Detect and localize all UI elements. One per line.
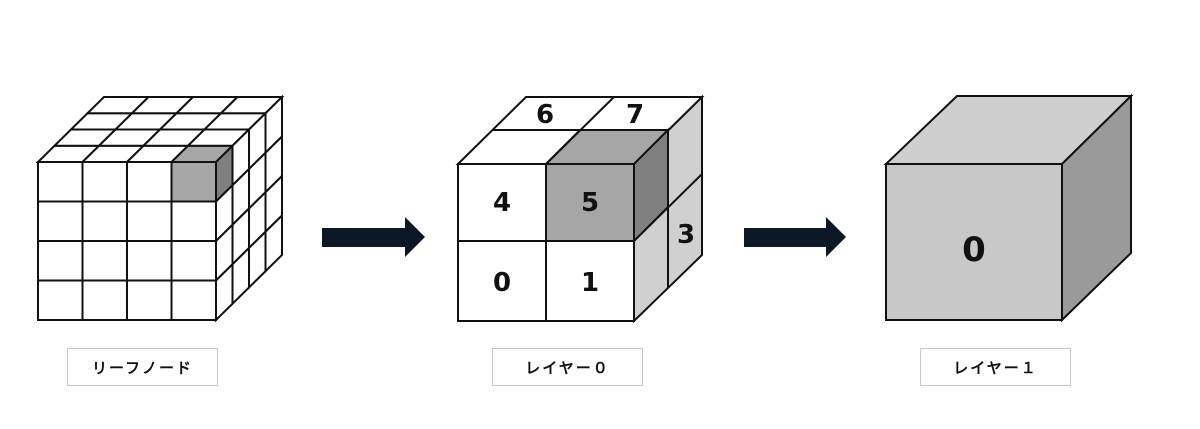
leaf-cube-front-face	[37, 161, 217, 321]
layer0-cube: 6 7 4 5 3 0 1	[455, 94, 705, 324]
leaf-front-cell	[37, 200, 84, 242]
leaf-front-cell	[81, 200, 128, 242]
leaf-front-cell	[81, 279, 128, 321]
leaf-front-cell	[170, 279, 217, 321]
leaf-front-cell	[126, 240, 173, 282]
cell-label-3: 3	[677, 220, 695, 250]
leaf-front-cell	[126, 200, 173, 242]
arrow-right-icon	[322, 217, 425, 257]
caption-layer1: レイヤー１	[920, 348, 1071, 386]
arrow-right-icon	[744, 217, 846, 257]
leaf-front-cell	[37, 240, 84, 282]
cell-label-1: 1	[581, 268, 599, 298]
leaf-front-cell	[126, 279, 173, 321]
leaf-front-cell	[170, 200, 217, 242]
root-node-label: 0	[962, 230, 986, 270]
leaf-front-cell	[170, 240, 217, 282]
leaf-front-cell	[37, 279, 84, 321]
layer0-highlight-front	[545, 163, 635, 242]
caption-layer0-text: レイヤー０	[525, 358, 610, 377]
caption-layer1-text: レイヤー１	[953, 358, 1038, 377]
leaf-front-cell	[37, 161, 84, 203]
leaf-front-cell	[81, 240, 128, 282]
cell-label-6: 6	[536, 100, 554, 130]
caption-leaf-node: リーフノード	[67, 348, 218, 386]
leaf-side-cell	[264, 213, 283, 274]
layer0-top-divider	[545, 96, 615, 165]
caption-leaf-node-text: リーフノード	[91, 358, 194, 377]
cell-label-5: 5	[581, 188, 599, 218]
caption-layer0: レイヤー０	[492, 348, 643, 386]
layer1-cube: 0	[883, 93, 1134, 323]
leaf-front-cell	[81, 161, 128, 203]
layer1-front-face	[885, 163, 1063, 321]
leaf-front-cell	[126, 161, 173, 203]
leaf-cube-top-face	[35, 96, 285, 163]
leaf-highlight-front-cell	[170, 161, 217, 203]
cell-label-0: 0	[493, 268, 511, 298]
leaf-cube-side-face	[215, 94, 283, 323]
cell-label-4: 4	[493, 188, 511, 218]
cell-label-7: 7	[626, 100, 644, 130]
leaf-node-cube	[35, 94, 285, 323]
